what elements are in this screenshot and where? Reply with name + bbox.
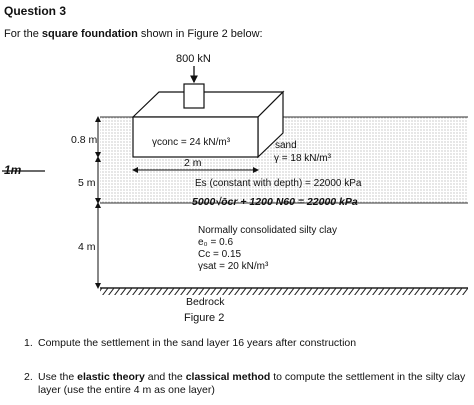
bedrock-label: Bedrock (186, 296, 225, 308)
intro-bold: square foundation (41, 28, 138, 40)
sand-thickness-label: 5 m (78, 177, 96, 189)
question-item-2-suffix: to compute the settlement in the silty c… (38, 371, 466, 396)
clay-cc: Cc = 0.15 (198, 249, 242, 260)
question-item-2-middle: and the (144, 371, 186, 383)
concrete-unit-weight: γconc = 24 kN/m³ (152, 137, 231, 148)
clay-name: Normally consolidated silty clay (198, 225, 337, 236)
sand-modulus: Es (constant with depth) = 22000 kPa (195, 178, 362, 189)
question-title: Question 3 (4, 4, 67, 18)
intro-prefix: For the (4, 28, 42, 40)
question-intro: For the square foundation shown in Figur… (4, 28, 263, 40)
footing (131, 83, 285, 159)
figure-caption: Figure 2 (184, 312, 225, 324)
bedrock-hatch (100, 288, 468, 295)
clay-thickness-label: 4 m (78, 241, 96, 253)
clay-e0: e₀ = 0.6 (198, 237, 233, 248)
hand-modulus-note: 5000√ōcr + 1200 N60 = 22000 kPa (192, 196, 358, 208)
question-item-2-number: 2. (24, 371, 33, 383)
question-item-1-text: Compute the settlement in the sand layer… (38, 337, 357, 349)
sand-name: sand (275, 140, 297, 151)
question-item-1-number: 1. (24, 337, 33, 349)
question-item-2-prefix: Use the (38, 371, 78, 383)
question-item-2-text: Use the elastic theory and the classical… (38, 371, 474, 397)
hand-depth-label: 1m (4, 163, 22, 177)
question-item-2-bold1: elastic theory (77, 371, 145, 383)
load-label: 800 kN (176, 53, 211, 65)
width-label: 2 m (184, 157, 202, 169)
sand-unit-weight: γ = 18 kN/m³ (274, 153, 332, 164)
intro-suffix: shown in Figure 2 below: (137, 28, 263, 40)
clay-gsat: γsat = 20 kN/m³ (198, 261, 269, 272)
question-item-2-bold2: classical method (185, 371, 271, 383)
depth-label: 0.8 m (71, 134, 98, 146)
